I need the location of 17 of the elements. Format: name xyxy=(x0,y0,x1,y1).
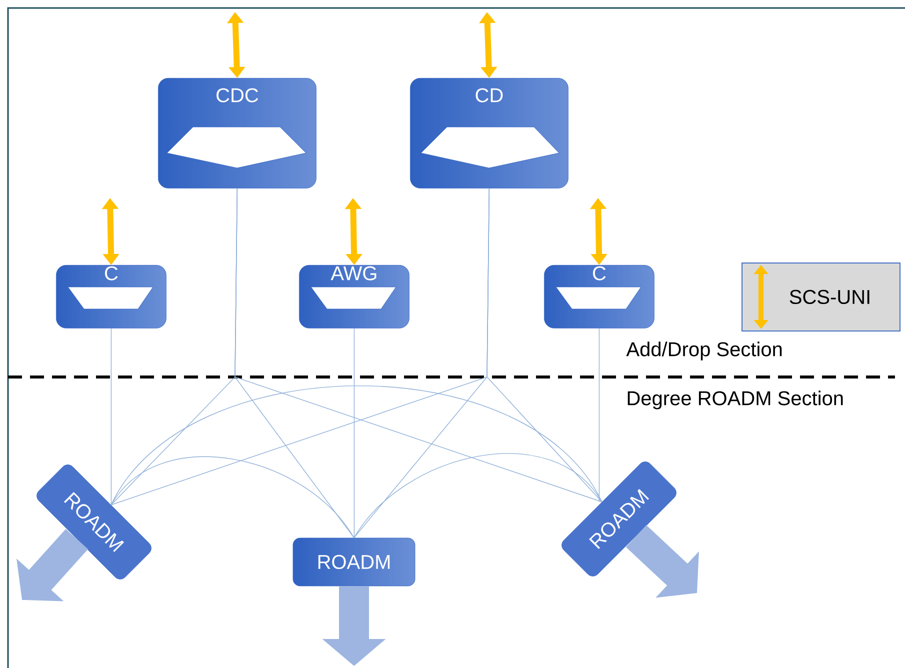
connector-line xyxy=(598,328,600,502)
multiplexer-box: C xyxy=(56,264,166,328)
connector-line xyxy=(110,385,602,506)
section-label: Add/Drop Section xyxy=(626,342,782,360)
section-label: Degree ROADM Section xyxy=(628,390,843,410)
connector-line xyxy=(110,328,112,506)
connector-line xyxy=(234,188,602,502)
multiplexer-box: CDC xyxy=(158,78,316,188)
legend-box: SCS-UNI xyxy=(742,262,900,332)
connector-line xyxy=(354,453,602,538)
multiplexer-box: CD xyxy=(410,78,568,188)
connector-line xyxy=(354,328,355,538)
connector-line xyxy=(486,188,602,502)
roadm-box: ROADM xyxy=(292,538,416,586)
connector-line xyxy=(110,456,354,538)
multiplexer-box: AWG xyxy=(299,264,410,328)
multiplexer-box: C xyxy=(544,264,654,328)
